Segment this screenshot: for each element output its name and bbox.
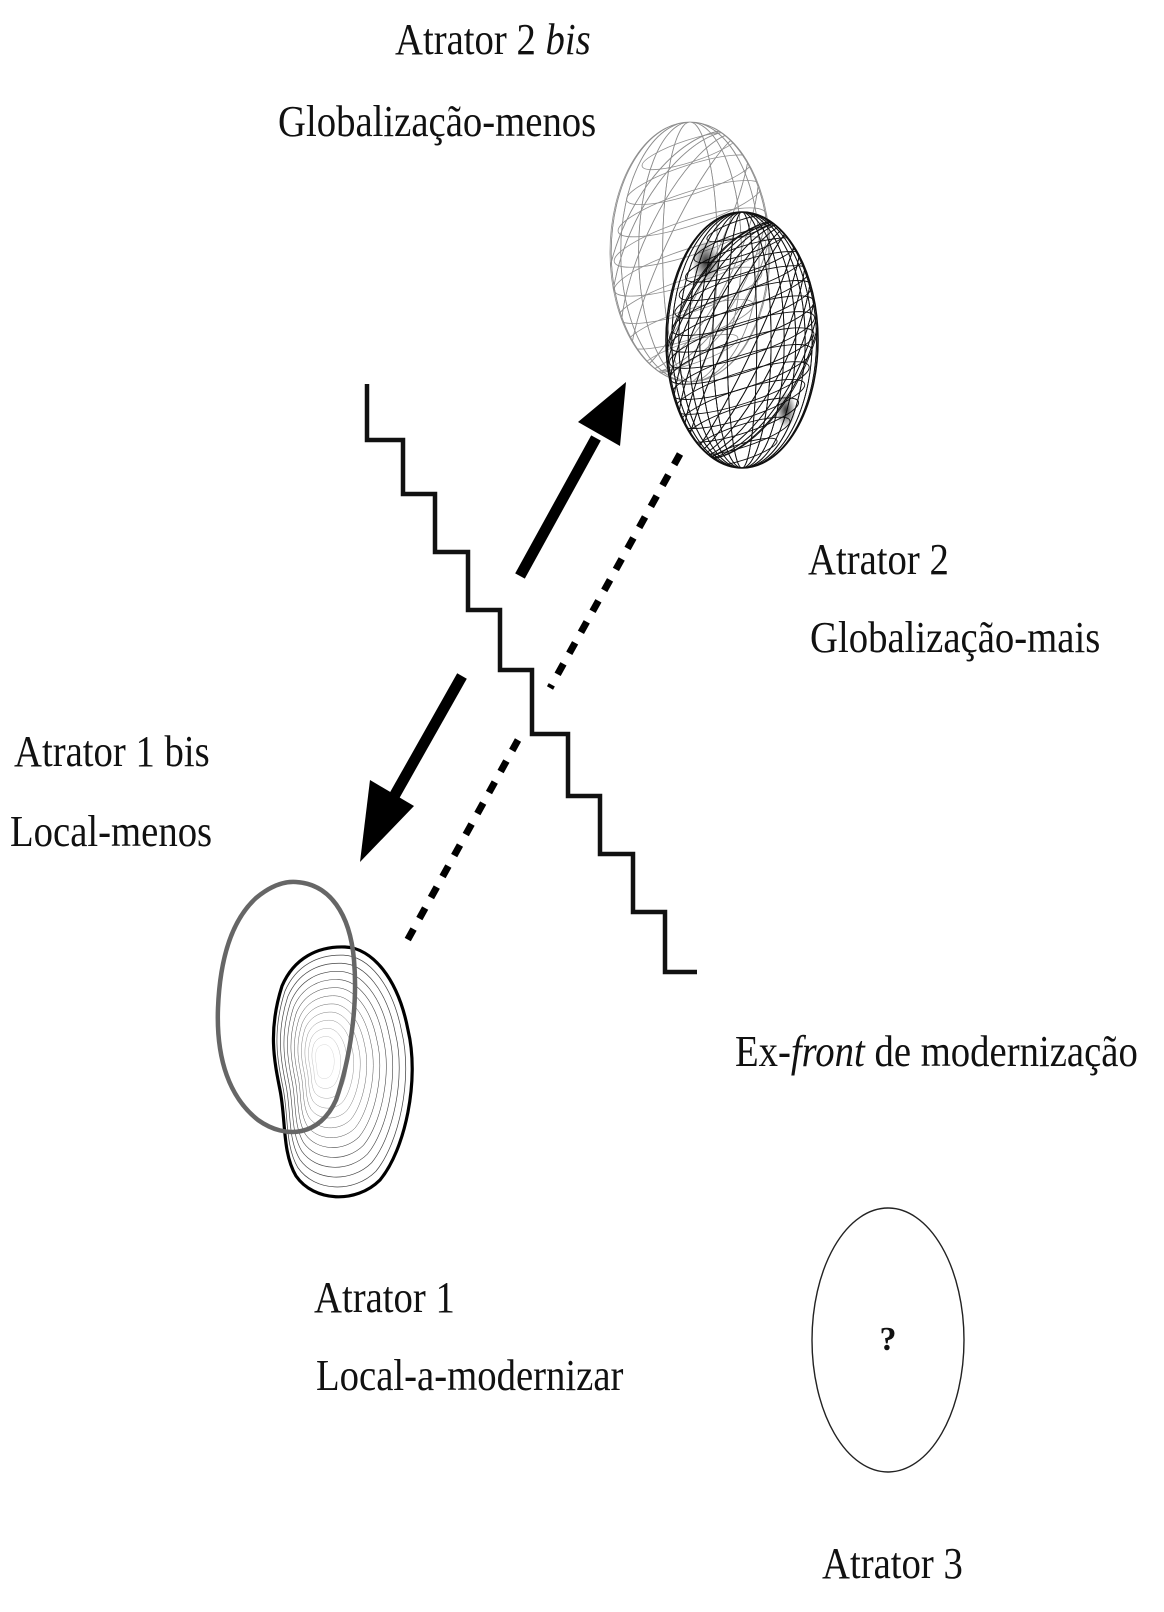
attractor-1-subtitle: Local-a-modernizar [316,1351,624,1400]
front-sphere-grid-parallel [669,295,815,353]
front-label-italic: front [790,1027,865,1076]
contour-line [294,995,374,1138]
back-sphere-grid-meridian-tilted [610,130,770,374]
back-sphere-grid-meridian [620,122,760,382]
arrow-to-globalizacao-menos [515,382,626,579]
back-sphere-grid-meridian-tilted [610,130,770,374]
contour-line [276,954,407,1188]
back-sphere-grid-meridian [610,122,770,382]
contour-line [280,962,400,1178]
arrow-to-local-menos [360,673,467,862]
back-sphere-grid-meridian-tilted [610,130,770,374]
attractor-2-sphere [665,211,819,469]
attractor-1-bis-title: Atrator 1 bis [14,727,210,776]
contour-line [308,1028,348,1099]
front-sphere-grid-meridian-tilted [666,220,818,460]
front-zigzag-line [364,384,697,975]
front-sphere-grid-meridian [671,212,813,468]
attractor-2-bis-subtitle: Globalização-menos [278,97,597,146]
back-sphere-grid-meridian-tilted [620,132,760,372]
contour-line [287,979,387,1158]
front-sphere-grid-meridian-tilted [666,220,818,460]
back-sphere-grid-meridian [610,122,770,382]
front-sphere-grid-meridian-tilted [666,221,818,459]
back-sphere-grid-parallel [641,131,739,171]
attractor-1-bis-subtitle: Local-menos [10,807,213,856]
attractor-2-bis-sphere [609,121,771,383]
back-sphere-grid-meridian [620,122,760,382]
attractor-3-title: Atrator 3 [822,1539,963,1588]
front-label-prefix: Ex- [735,1027,791,1076]
front-sphere-grid-parallel [669,327,815,385]
front-sphere-grid-meridian-tilted [666,219,818,461]
dotted-link-lower [398,738,522,952]
dotted-link-upper [546,452,684,690]
attractor-3-question-mark: ? [880,1321,897,1358]
contour-line [311,1036,341,1089]
front-sphere-grid-meridian [699,212,785,468]
front-sphere-grid-meridian-tilted [666,220,818,460]
attractor-3-circle: ? [811,1207,965,1473]
attractor-2-title: Atrator 2 [808,535,949,584]
contour-line [301,1011,361,1119]
contour-line [290,987,380,1148]
front-sphere-grid-meridian-tilted [666,220,818,460]
back-sphere-grid-meridian-tilted [620,132,760,372]
contour-line [283,971,394,1168]
front-sphere-grid-meridian [687,212,797,468]
front-sphere-grid-parallel [669,311,815,369]
contour-line [304,1020,354,1109]
attractor-1-title: Atrator 1 [314,1273,455,1322]
back-sphere-grid-parallel [626,154,754,206]
attractor-1-bis-loop [215,879,358,1135]
contour-line [297,1003,367,1129]
contour-line [315,1044,335,1079]
front-label-suffix: de modernização [864,1027,1138,1076]
attractor-2-bis-title-text: Atrator 2 [395,15,536,64]
attractor-2-subtitle: Globalização-mais [810,613,1101,662]
back-sphere-grid-meridian-tilted [610,130,770,374]
front-sphere-grid-meridian [678,212,806,468]
front-label: Ex-front de modernização [735,1030,1138,1074]
attractor-2-bis-title: Atrator 2 bis [395,18,591,62]
attractor-2-bis-title-italic: bis [545,15,591,64]
front-sphere-grid-meridian [667,212,817,468]
